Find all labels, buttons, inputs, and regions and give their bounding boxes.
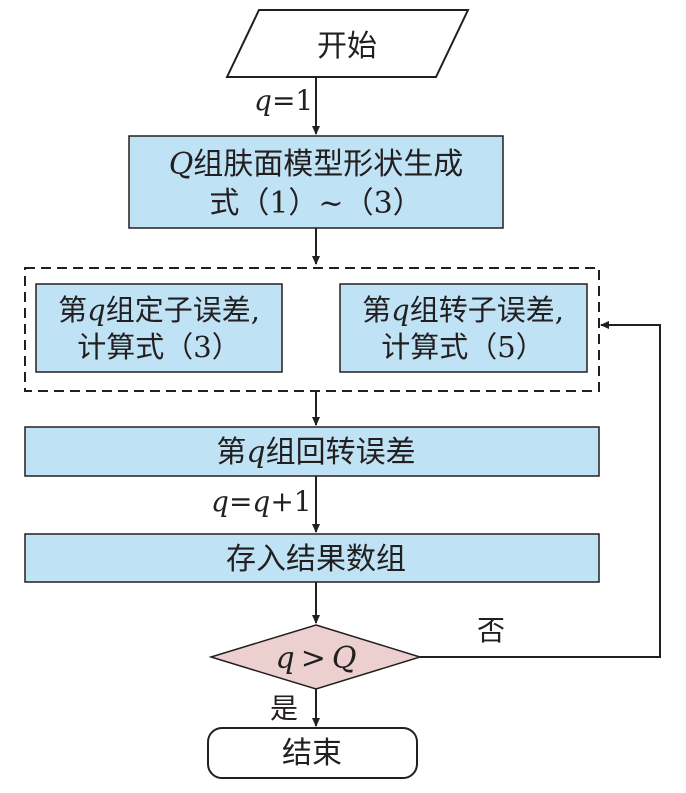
init-var: q [254, 84, 272, 117]
slew-label: 第q组回转误差 [216, 435, 415, 470]
slew-box [24, 426, 600, 477]
stator-line1: 第q组定子误差, [58, 293, 260, 327]
stator-text: 组定子误差, [106, 293, 260, 327]
store-label: 存入结果数组 [226, 542, 406, 577]
yes-label: 是 [270, 692, 298, 725]
end-label: 结束 [282, 736, 342, 771]
stator-pre: 第 [58, 293, 87, 327]
stator-line2: 计算式（3） [77, 330, 240, 364]
rotor-box [339, 283, 588, 373]
generate-var: Q [169, 147, 194, 182]
inc-var2: q [252, 485, 270, 518]
decision-label: q>Q [276, 641, 357, 676]
rotor-line2: 计算式（5） [381, 330, 544, 364]
start-node: 开始 [225, 9, 470, 78]
process-rotor: 第q组转子误差, 计算式（5） [339, 283, 588, 373]
rotor-line1: 第q组转子误差, [362, 293, 564, 327]
init-label: q=1 [254, 84, 313, 117]
generate-text: 组肤面模型形状生成 [193, 147, 463, 182]
generate-line1: Q组肤面模型形状生成 [169, 147, 464, 182]
start-shape [225, 9, 470, 78]
inc-eq: = [229, 485, 252, 518]
rotor-pre: 第 [362, 293, 391, 327]
inc-rest: +1 [270, 485, 311, 518]
decision-node: q>Q [208, 624, 423, 690]
start-label: 开始 [317, 29, 377, 64]
decision-var2: Q [332, 641, 357, 676]
process-stator: 第q组定子误差, 计算式（3） [35, 283, 283, 373]
process-generate: Q组肤面模型形状生成 式（1）~（3） [128, 135, 504, 229]
store-box [24, 533, 600, 583]
generate-line2: 式（1）~（3） [209, 186, 422, 221]
slew-text: 组回转误差 [266, 435, 416, 470]
decision-op: > [301, 641, 326, 676]
arrow-no-loop [420, 321, 661, 658]
rotor-text: 组转子误差, [410, 293, 564, 327]
generate-box [128, 135, 504, 229]
process-store: 存入结果数组 [24, 533, 600, 583]
end-shape [207, 727, 418, 779]
no-label: 否 [477, 614, 505, 647]
increment-label: q=q+1 [211, 485, 312, 518]
end-node: 结束 [207, 727, 418, 779]
init-value: =1 [272, 84, 313, 117]
rotor-var: q [391, 293, 410, 327]
decision-var1: q [276, 641, 295, 676]
slew-var: q [246, 435, 265, 470]
process-slew: 第q组回转误差 [24, 426, 600, 477]
stator-var: q [87, 293, 106, 327]
stator-box [35, 283, 283, 373]
inc-var1: q [211, 485, 229, 518]
slew-pre: 第 [216, 435, 246, 470]
parallel-group [24, 267, 600, 392]
